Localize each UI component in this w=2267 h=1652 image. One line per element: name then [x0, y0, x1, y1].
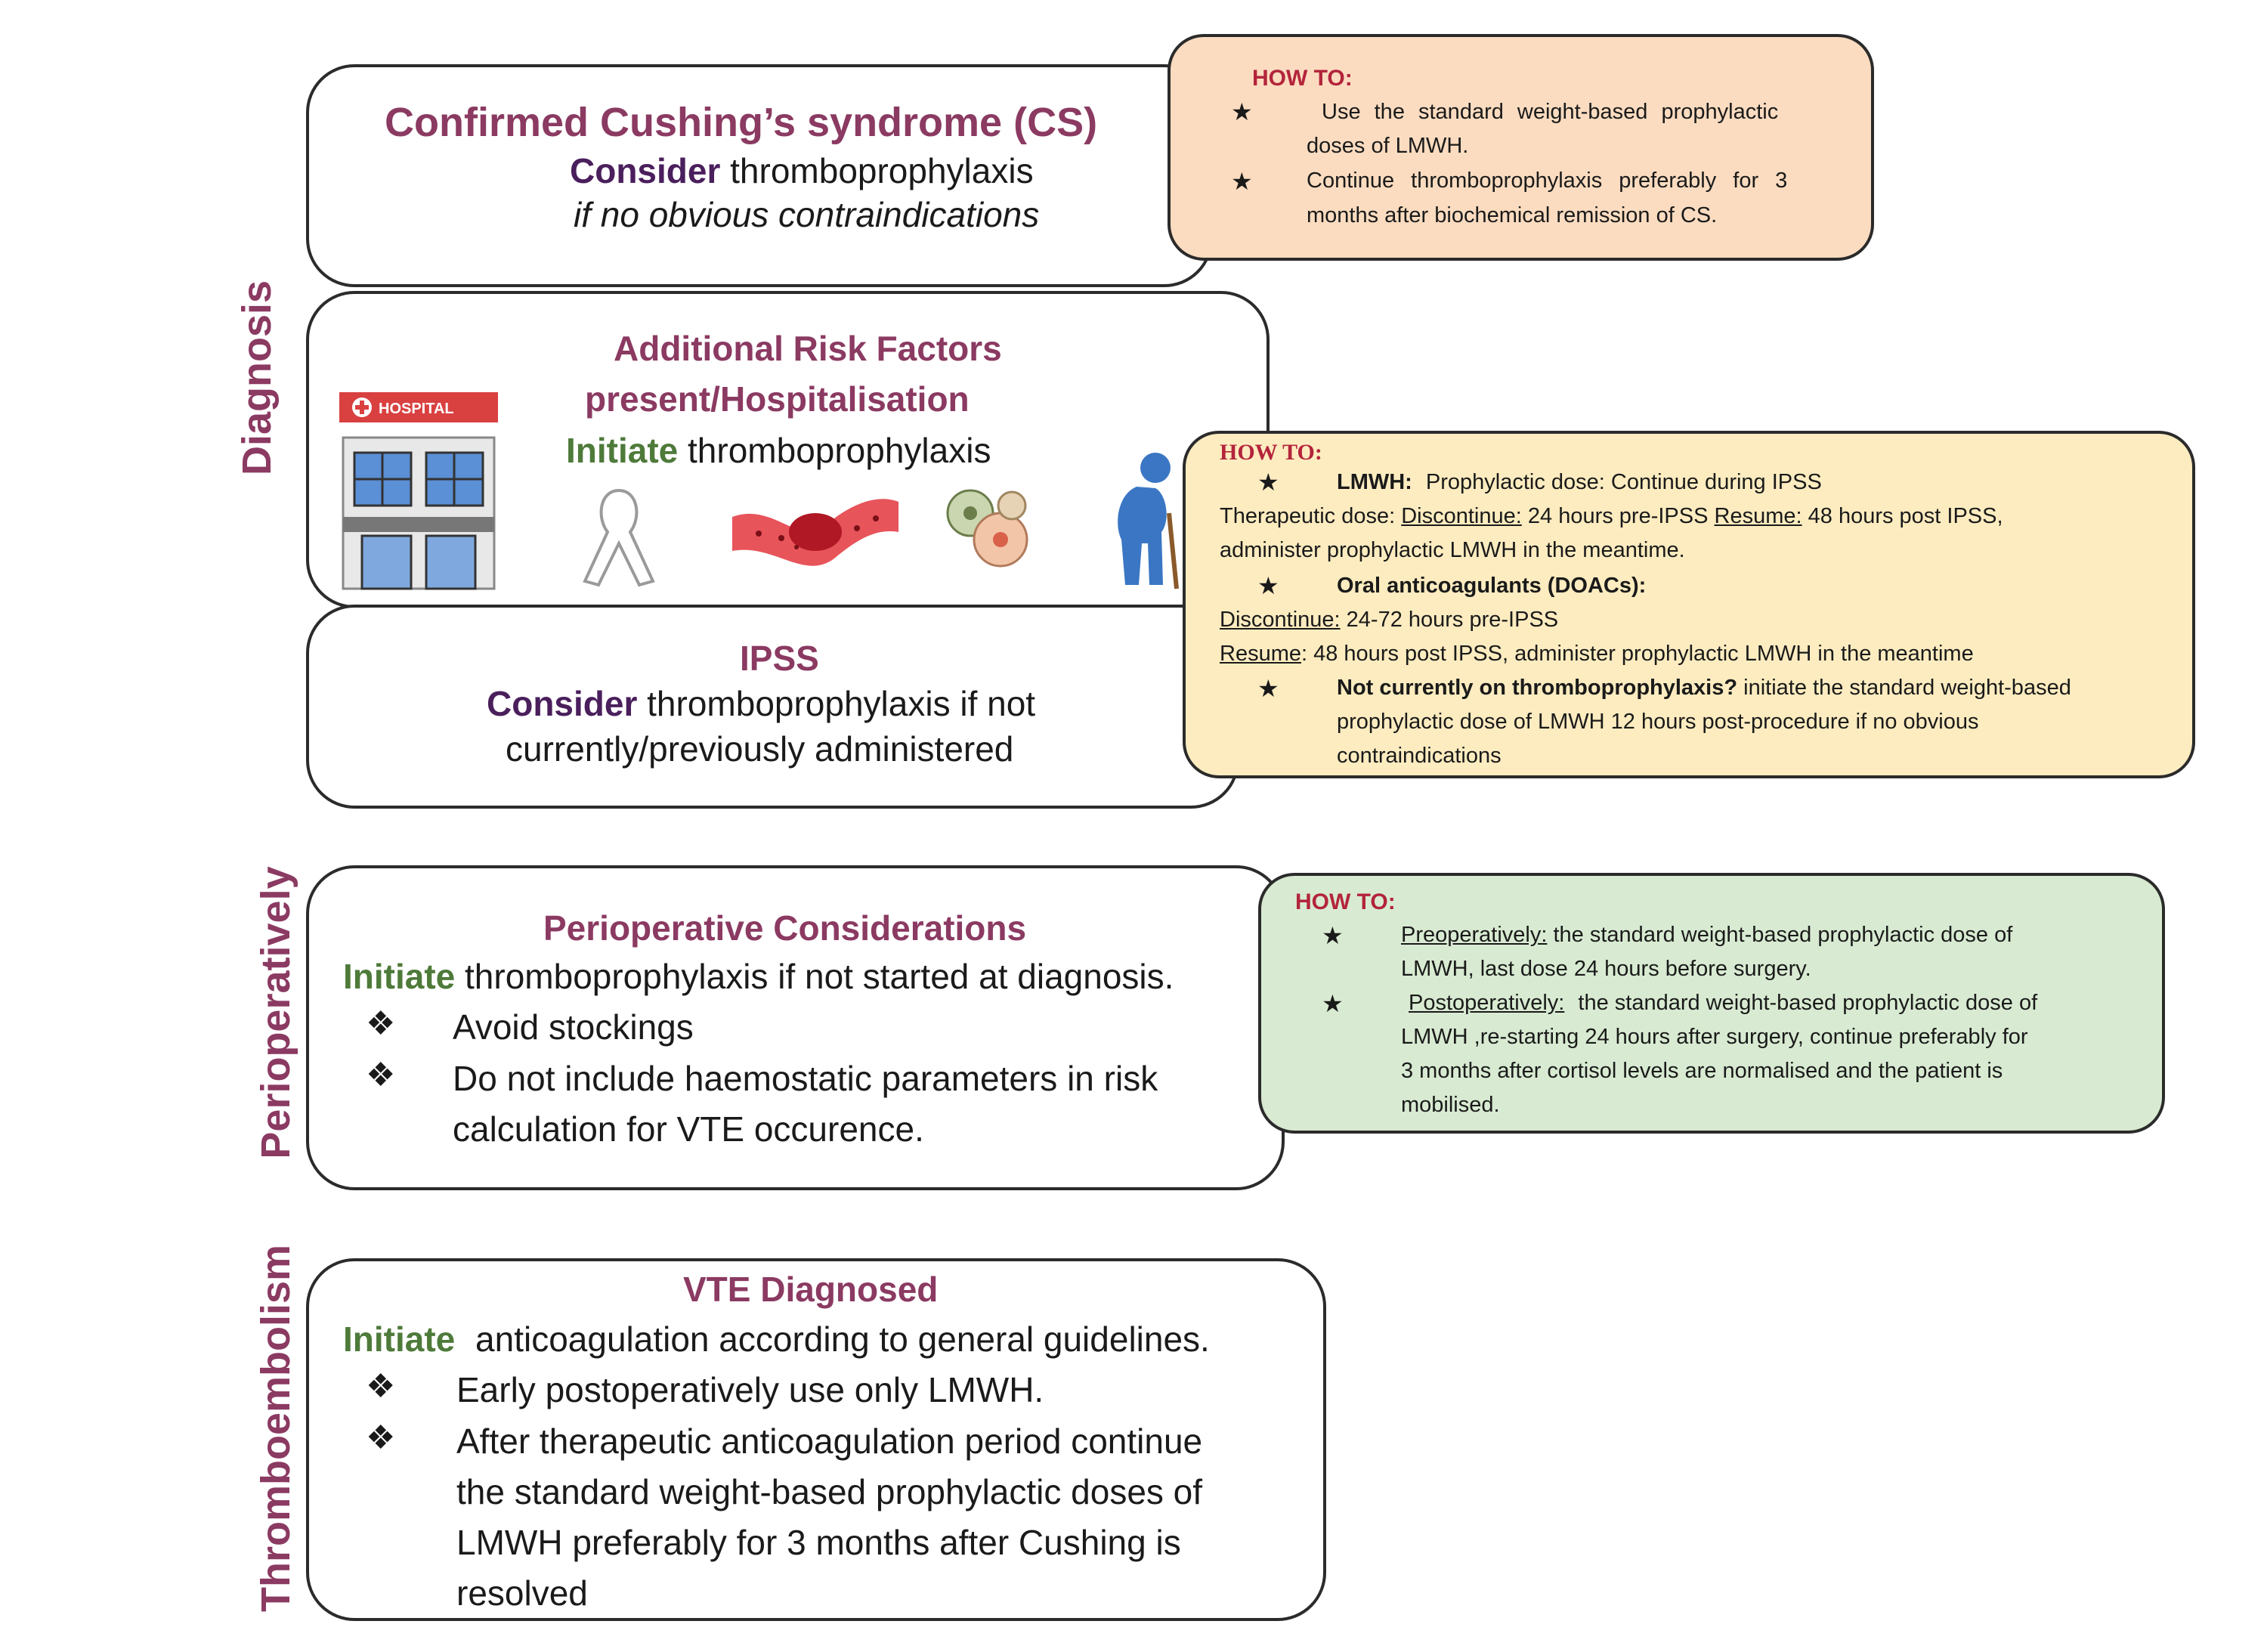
howto-2-doac-resume-line: Resume: 48 hours post IPSS, administer p…	[1220, 642, 1974, 667]
howto-2-doac-disc: 24-72 hours pre-IPSS	[1346, 608, 1559, 632]
star-icon: ★	[1322, 990, 1344, 1017]
howto-3-post-label: Postoperatively:	[1409, 991, 1565, 1015]
howto-3-post-line: Postoperatively: the standard weight-bas…	[1409, 991, 2037, 1016]
periop-bullet2-line2: calculation for VTE occurence.	[453, 1109, 924, 1149]
cs-line1: Consider thromboprophylaxis	[570, 150, 1034, 191]
howto-2-doac-label: Oral anticoagulants (DOACs):	[1337, 574, 1647, 598]
cs-box: Confirmed Cushing’s syndrome (CS) Consid…	[306, 64, 1213, 287]
howto-2-not-current-line: Not currently on thromboprophylaxis? ini…	[1337, 676, 2071, 701]
cancer-cells-icon	[936, 479, 1038, 581]
side-label-perioperatively: Perioperatively	[253, 866, 298, 1159]
howto-2-lmwh-line: LMWH: Prophylactic dose: Continue during…	[1337, 470, 1822, 495]
risk-line3-rest: thromboprophylaxis	[688, 431, 991, 470]
star-icon: ★	[1231, 98, 1253, 125]
star-icon: ★	[1257, 572, 1279, 599]
periop-bullet2-line1: Do not include haemostatic parameters in…	[453, 1059, 1158, 1098]
howto-2-not-current-label: Not currently on thromboprophylaxis?	[1337, 676, 1738, 700]
star-icon: ★	[1257, 469, 1279, 496]
howto-2-not-current-text3: contraindications	[1337, 744, 1502, 768]
vte-initiate: Initiate	[343, 1319, 456, 1359]
ipss-line2: currently/previously administered	[506, 729, 1014, 769]
howto-1-item1-line1: Use the standard weight-based prophylact…	[1322, 100, 1779, 124]
awareness-ribbon-icon	[577, 483, 660, 589]
vte-bullet2-line2: the standard weight-based prophylactic d…	[456, 1472, 1203, 1511]
howto-3-pre-text2: LMWH, last dose 24 hours before surgery.	[1401, 957, 1811, 981]
howto-2-lmwh-text: Prophylactic dose: Continue during IPSS	[1425, 470, 1822, 494]
howto-2-heading: HOW TO:	[1220, 440, 1322, 465]
hospital-sign-text: HOSPITAL	[379, 401, 454, 417]
periop-bullet1: Avoid stockings	[453, 1007, 694, 1047]
vte-box: VTE Diagnosed Initiate anticoagulation a…	[306, 1258, 1326, 1621]
howto-3-heading: HOW TO:	[1295, 889, 1396, 914]
howto-3-post-text4: mobilised.	[1401, 1093, 1500, 1117]
howto-1-heading: HOW TO:	[1252, 66, 1353, 91]
vte-bullet2-line1: After therapeutic anticoagulation period…	[456, 1422, 1203, 1461]
side-label-thromboembolism: Thromboembolism	[253, 1244, 298, 1613]
risk-title-line2: present/Hospitalisation	[585, 379, 970, 419]
howto-2-resume-2: Resume	[1220, 642, 1301, 666]
ipss-box: IPSS Consider thromboprophylaxis if not …	[306, 605, 1239, 809]
periop-box: Perioperative Considerations Initiate th…	[306, 865, 1285, 1190]
vte-title: VTE Diagnosed	[683, 1270, 939, 1309]
howto-1-item2-line2: months after biochemical remission of CS…	[1307, 203, 1718, 227]
risk-title-line1: Additional Risk Factors	[614, 329, 1002, 368]
howto-2-admin-line: administer prophylactic LMWH in the mean…	[1220, 538, 1685, 562]
howto-2-therapeutic-line: Therapeutic dose: Discontinue: 24 hours …	[1220, 504, 2003, 529]
risk-initiate: Initiate	[566, 431, 679, 470]
vte-line1: Initiate anticoagulation according to ge…	[343, 1319, 1210, 1360]
howto-3-pre-label: Preoperatively:	[1401, 923, 1548, 947]
periop-line1: Initiate thromboprophylaxis if not start…	[343, 956, 1174, 997]
howto-2-lmwh-label: LMWH:	[1337, 470, 1412, 494]
ipss-line1: Consider thromboprophylaxis if not	[487, 683, 1035, 724]
periop-title: Perioperative Considerations	[543, 908, 1027, 948]
diamond-bullet-icon: ❖	[366, 1005, 396, 1042]
elderly-person-icon	[1103, 449, 1186, 592]
howto-2-therapeutic-prefix: Therapeutic dose:	[1220, 504, 1396, 528]
howto-2-not-current-text2: prophylactic dose of LMWH 12 hours post-…	[1337, 710, 1979, 734]
risk-line3: Initiate thromboprophylaxis	[566, 430, 991, 471]
periop-line1-rest: thromboprophylaxis if not started at dia…	[465, 957, 1174, 996]
howto-3-post-text1: the standard weight-based prophylactic d…	[1578, 991, 2038, 1015]
ipss-title: IPSS	[740, 639, 819, 678]
vte-bullet2-line3: LMWH preferably for 3 months after Cushi…	[456, 1523, 1181, 1562]
howto-3-pre-line: Preoperatively: the standard weight-base…	[1401, 923, 2012, 948]
star-icon: ★	[1257, 675, 1279, 702]
cs-consider: Consider	[570, 151, 721, 190]
howto-2-therapeutic-mid: 24 hours pre-IPSS	[1527, 504, 1709, 528]
diamond-bullet-icon: ❖	[366, 1419, 396, 1456]
howto-1-item2-line1: Continue thromboprophylaxis preferably f…	[1307, 169, 1788, 193]
periop-initiate: Initiate	[343, 957, 456, 996]
howto-2-doac-resume: : 48 hours post IPSS, administer prophyl…	[1301, 642, 1974, 666]
howto-2-not-current-text1: initiate the standard weight-based	[1743, 676, 2071, 700]
ipss-consider: Consider	[487, 684, 638, 723]
blood-clot-vessel-icon	[728, 487, 902, 577]
howto-box-3: HOW TO: ★ Preoperatively: the standard w…	[1258, 873, 2165, 1134]
howto-2-discontinue-2: Discontinue:	[1220, 608, 1341, 632]
risk-box: Additional Risk Factors present/Hospital…	[306, 291, 1270, 608]
cs-line1-rest: thromboprophylaxis	[730, 151, 1034, 190]
howto-3-post-text2: LMWH ,re-starting 24 hours after surgery…	[1401, 1025, 2028, 1049]
vte-bullet2-line4: resolved	[456, 1573, 588, 1613]
diamond-bullet-icon: ❖	[366, 1056, 396, 1094]
star-icon: ★	[1322, 922, 1344, 949]
howto-2-therapeutic-end: 48 hours post IPSS,	[1808, 504, 2003, 528]
howto-2-doac-discontinue-line: Discontinue: 24-72 hours pre-IPSS	[1220, 608, 1558, 633]
vte-bullet1: Early postoperatively use only LMWH.	[456, 1370, 1044, 1409]
vte-line1-rest: anticoagulation according to general gui…	[475, 1319, 1210, 1359]
howto-1-item1-line2: doses of LMWH.	[1307, 134, 1469, 158]
star-icon: ★	[1231, 168, 1253, 195]
cs-title: Confirmed Cushing’s syndrome (CS)	[385, 100, 1098, 145]
howto-box-1: HOW TO: ★ Use the standard weight-based …	[1168, 34, 1874, 261]
diamond-bullet-icon: ❖	[366, 1368, 396, 1405]
howto-3-pre-text1: the standard weight-based prophylactic d…	[1553, 923, 2013, 947]
howto-2-discontinue-1: Discontinue:	[1401, 504, 1522, 528]
howto-3-post-text3: 3 months after cortisol levels are norma…	[1401, 1059, 2003, 1083]
cs-line2: if no obvious contraindications	[574, 195, 1040, 234]
hospital-icon: HOSPITAL	[339, 392, 498, 592]
howto-2-resume-1: Resume:	[1714, 504, 1802, 528]
ipss-line1-rest: thromboprophylaxis if not	[647, 684, 1036, 723]
side-label-diagnosis: Diagnosis	[234, 280, 280, 476]
howto-box-2: HOW TO: ★ LMWH: Prophylactic dose: Conti…	[1183, 431, 2195, 778]
